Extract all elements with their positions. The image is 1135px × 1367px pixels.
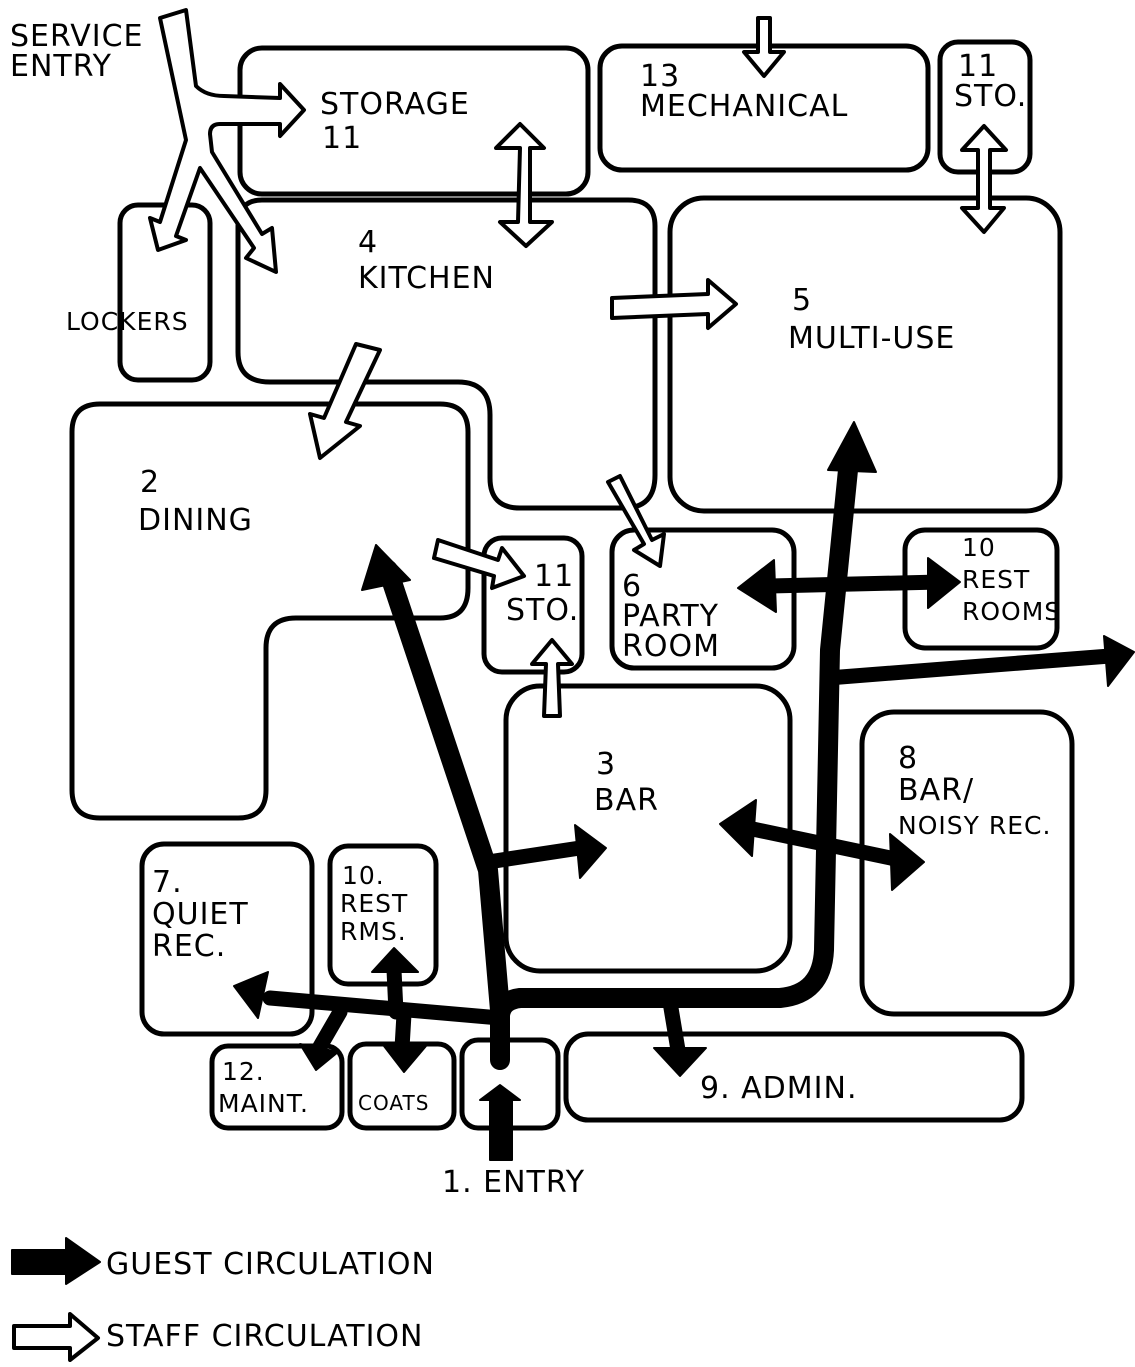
staff-arrow-sto-multiuse [960,124,1008,234]
storage-label-2: 11 [322,121,362,156]
guest-arrowhead-multiuse [827,421,877,473]
legend-staff-label: STAFF CIRCULATION [106,1319,423,1354]
room-quiet-rec [139,841,315,1037]
admin-label: 9. ADMIN. [700,1071,858,1106]
sto-top-right-label-2: STO. [954,79,1027,114]
legend: GUEST CIRCULATION STAFF CIRCULATION [11,1237,435,1362]
guest-arrowhead-restrooms [927,557,961,609]
guest-arrowhead-bar-left [574,824,607,879]
coats-label: COATS [358,1091,429,1115]
room-bar [503,683,793,974]
bar-noisy-label-1: 8 [898,741,918,776]
staff-arrow-storage-kitchen [494,122,554,248]
guest-arrowhead-bar-inner [719,799,757,857]
bar-noisy-label-2: BAR/ [898,773,974,808]
bar-label-1: 3 [596,747,616,782]
party-label-3: ROOM [622,629,720,664]
staff-arrow-kitchen-multiuse [610,278,738,330]
multi-use-label-1: 5 [792,283,812,318]
guest-arrowhead-restrms [371,947,419,973]
room-maint [209,1043,345,1131]
guest-path-restrms [386,962,404,1020]
dining-label-1: 2 [140,465,160,500]
staff-arrow-kitchen-party [606,474,666,568]
rest-rooms-right-label-3: ROOMS [962,597,1061,626]
staff-path-service [148,8,306,274]
room-rest-rms [327,843,439,987]
guest-arrowhead-exit [1103,635,1135,687]
entry-label: 1. ENTRY [442,1165,585,1200]
staff-circulation [148,8,1008,718]
party-label-1: 6 [622,569,642,604]
guest-arrowhead-coats [383,1045,427,1073]
guest-arrowhead-maint [299,1043,339,1071]
guest-path-bar-right [740,820,908,868]
legend-guest-icon [11,1237,101,1285]
sto-mid-label-1: 11 [534,559,574,594]
service-entry-label-2: ENTRY [10,49,112,84]
mechanical-label-2: MECHANICAL [640,89,848,124]
rest-rms-label-1: 10. [342,861,385,890]
sto-top-right-label-1: 11 [958,49,998,84]
staff-arrow-dining-sto [432,538,526,590]
room-multi-use [667,195,1063,514]
maint-label-1: 12. [222,1057,265,1086]
guest-arrowhead-admin [653,1047,707,1077]
kitchen-label-2: KITCHEN [358,261,495,296]
guest-path-dining [378,560,510,1020]
guest-entry-stem [489,1097,513,1161]
labels-layer: SERVICE ENTRY STORAGE 11 13 MECHANICAL 1… [10,19,1061,1200]
maint-label-2: MAINT. [218,1089,309,1118]
staff-arrow-kitchen-dining [308,342,382,460]
guest-path-admin [662,994,686,1058]
quiet-rec-label-3: REC. [152,929,226,964]
room-dining [69,401,471,821]
sto-mid-label-2: STO. [506,593,579,628]
staff-arrow-mechanical [742,16,786,78]
rest-rooms-right-label-2: REST [962,565,1030,594]
guest-path-left [262,990,508,1026]
room-kitchen [235,197,658,511]
guest-arrowhead-noisy [889,833,925,891]
rest-rms-label-2: REST [340,889,408,918]
guest-path-coats [394,1006,412,1056]
legend-guest-label: GUEST CIRCULATION [106,1247,435,1282]
storage-label-1: STORAGE [320,87,470,122]
rooms-layer [69,39,1075,1131]
bar-label-2: BAR [594,783,659,818]
legend-staff-icon [12,1312,100,1362]
rest-rooms-right-label-1: 10 [962,533,996,562]
staff-arrow-bar-sto [530,638,574,718]
multi-use-label-2: MULTI-USE [788,321,955,356]
guest-path-party [762,574,948,594]
guest-arrowhead-dining [361,544,411,591]
guest-path-maint [310,1004,348,1058]
room-bar-noisy-rec [859,709,1075,1017]
party-label-2: PARTY [622,599,719,634]
guest-arrowhead-party [737,559,777,613]
guest-path-bar-left [480,840,588,870]
lockers-label: LOCKERS [66,307,189,336]
dining-label-2: DINING [138,503,253,538]
service-entry-label-1: SERVICE [10,19,143,54]
quiet-rec-label-2: QUIET [152,897,249,932]
quiet-rec-label-1: 7. [152,865,183,900]
guest-path-exit [820,648,1118,686]
guest-arrowhead-quiet [233,971,269,1019]
bar-noisy-label-3: NOISY REC. [898,811,1051,840]
mechanical-label-1: 13 [640,59,680,94]
kitchen-label-1: 4 [358,225,378,260]
guest-circulation [233,421,1135,1161]
rest-rms-label-3: RMS. [340,917,407,946]
